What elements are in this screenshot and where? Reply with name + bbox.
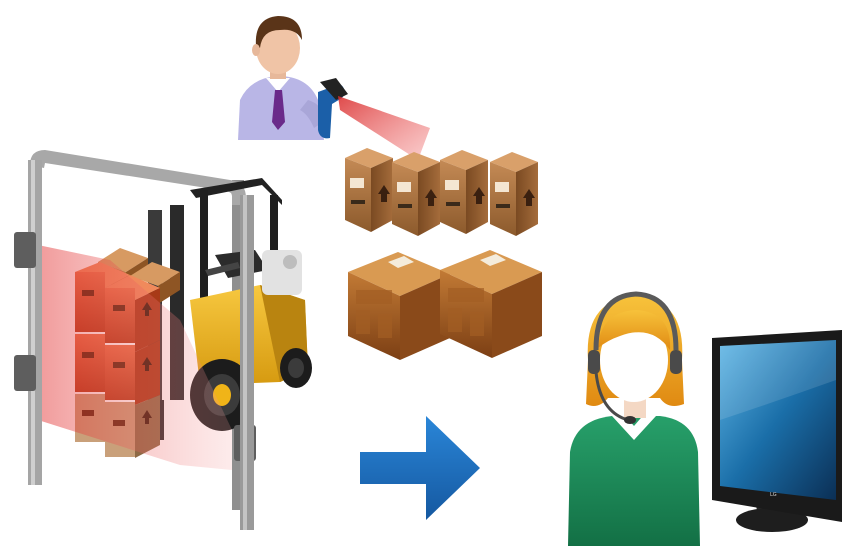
scanned-box-row [345, 148, 538, 236]
shipping-box-icon [490, 152, 538, 236]
shipping-box-icon [345, 148, 393, 232]
worker-with-scanner-icon [238, 16, 348, 140]
computer-monitor-icon: LG [712, 330, 842, 532]
right-arrow-icon [360, 416, 480, 520]
shipping-box-icon [392, 152, 440, 236]
scanner-beam [338, 96, 430, 160]
shipping-box-icon [440, 150, 488, 234]
office-desk-icon [440, 250, 542, 358]
monitor-brand-label: LG [770, 492, 777, 498]
headset-operator-icon [568, 294, 700, 546]
office-desk-icon [348, 252, 450, 360]
desk-row [348, 250, 542, 360]
